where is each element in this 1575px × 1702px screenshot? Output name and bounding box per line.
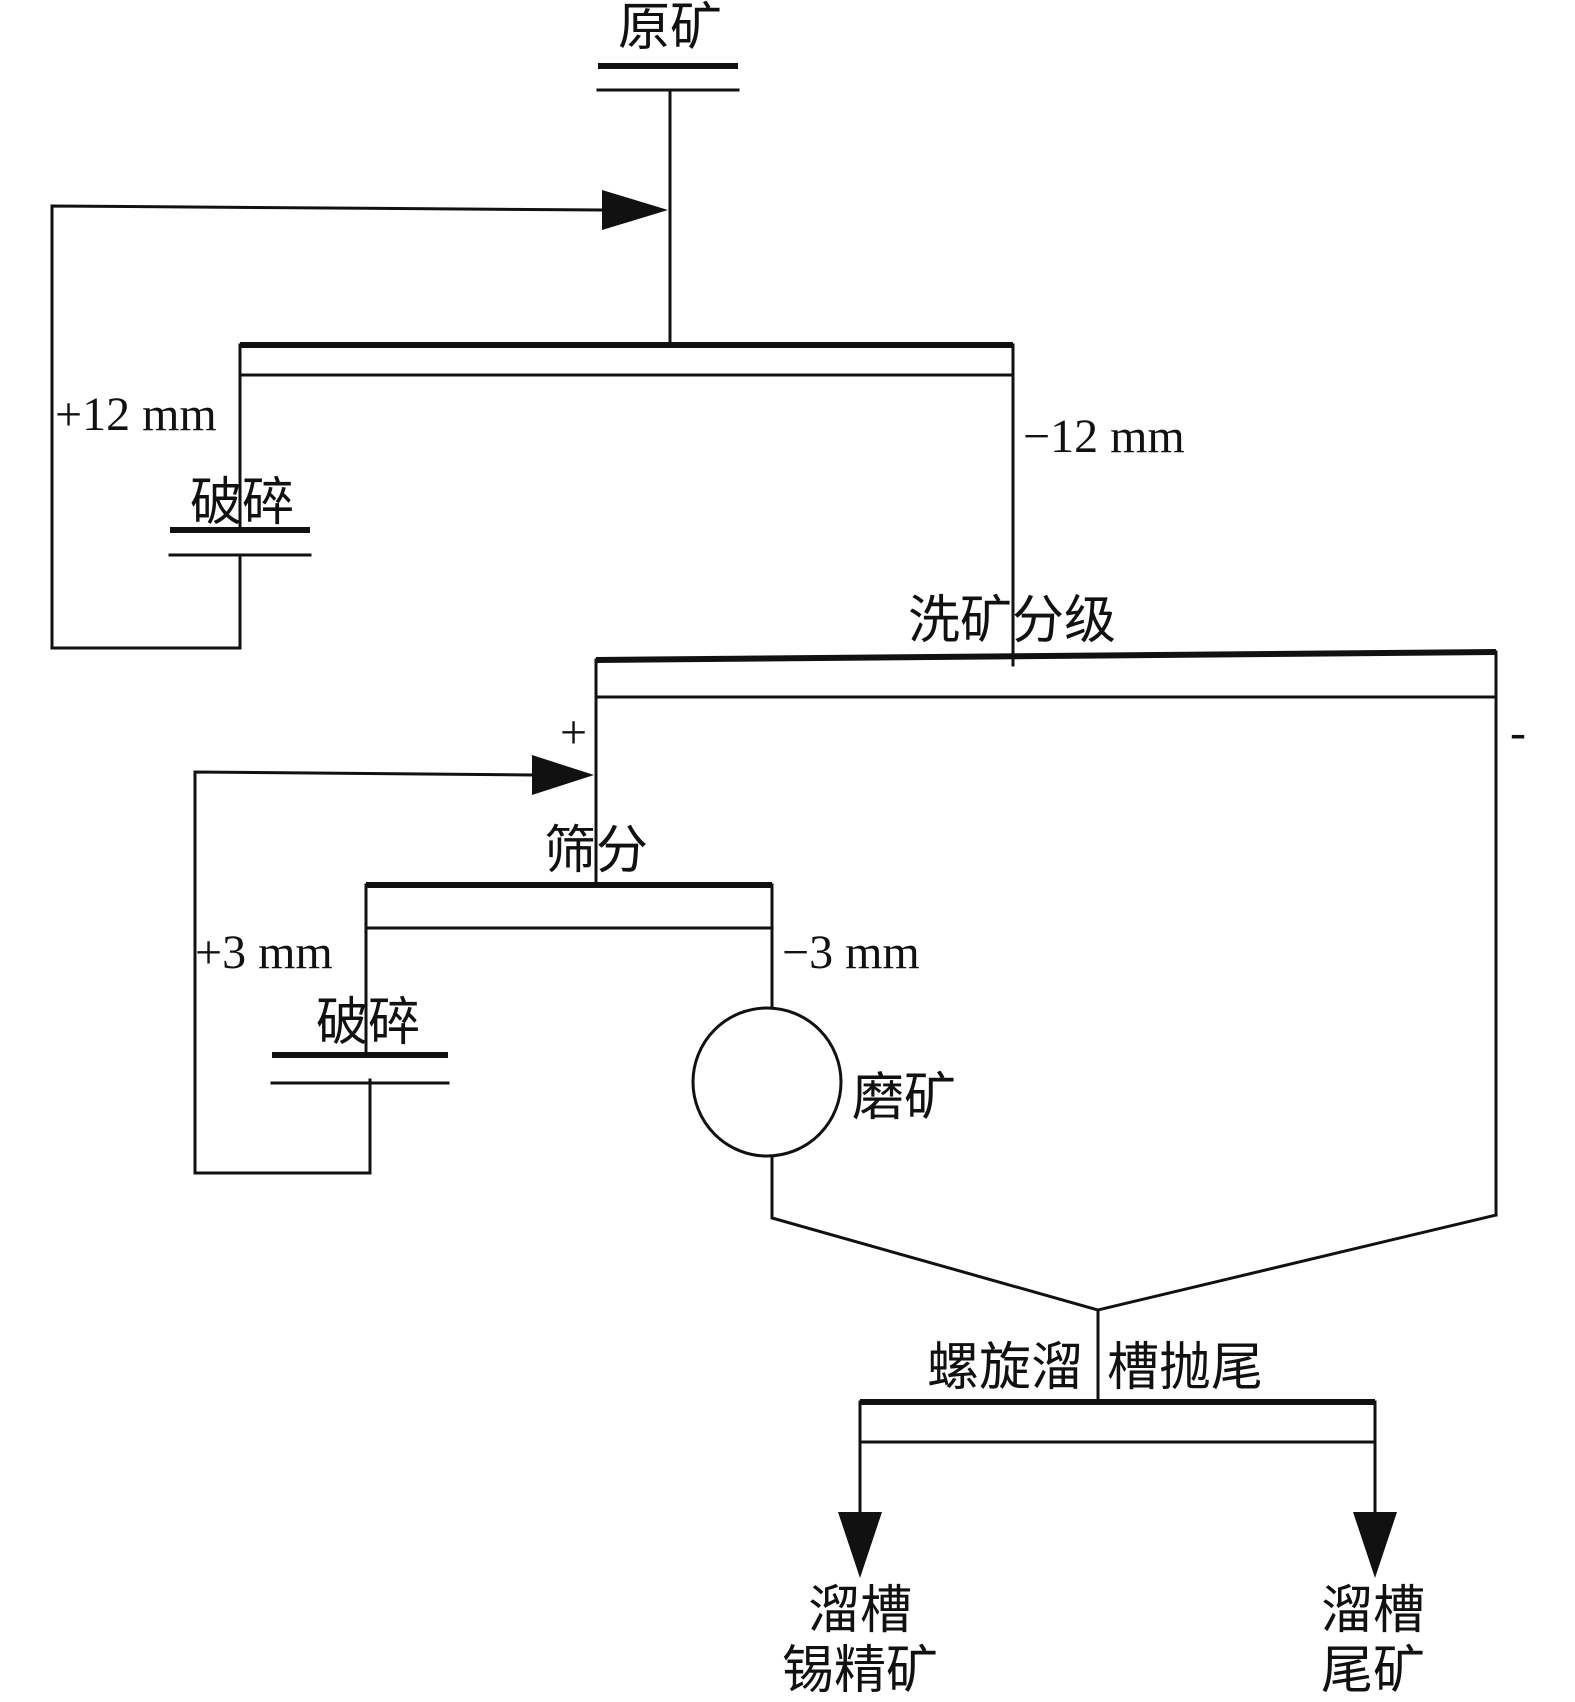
recycle-arrow-1 xyxy=(602,190,668,230)
plus-fraction-label: + xyxy=(560,706,587,759)
raw-ore-label: 原矿 xyxy=(618,0,722,58)
minus-fraction-label: - xyxy=(1510,706,1526,759)
minus-to-spiral-line xyxy=(1096,1213,1498,1312)
crushing-2-node: 破碎 xyxy=(270,993,450,1085)
washing-bar-top xyxy=(595,649,1497,663)
oversize-12-label: +12 mm xyxy=(55,388,217,441)
screening-label: 筛分 xyxy=(544,821,648,881)
washing-classification-node: 洗矿分级 xyxy=(594,591,1498,699)
crushing-1-label: 破碎 xyxy=(190,473,294,533)
first-screen xyxy=(238,342,1015,377)
washing-classification-label: 洗矿分级 xyxy=(908,591,1116,651)
raw-ore-node: 原矿 xyxy=(596,0,740,92)
spiral-chute-label-part1: 螺旋溜 xyxy=(927,1338,1083,1398)
product-2-label-line2: 尾矿 xyxy=(1321,1641,1425,1701)
undersize-3-label: −3 mm xyxy=(782,926,920,979)
spiral-chute-label-part2: 槽抛尾 xyxy=(1107,1338,1263,1398)
screening-node: 筛分 xyxy=(364,821,774,930)
crushing-2-label: 破碎 xyxy=(316,993,420,1053)
oversize-3-label: +3 mm xyxy=(195,926,333,979)
grinding-to-spiral-line xyxy=(770,1156,1100,1312)
spiral-chute-node: 螺旋溜 槽抛尾 xyxy=(858,1338,1377,1444)
product-1-arrow xyxy=(838,1512,882,1578)
product-1-label-line2: 锡精矿 xyxy=(782,1641,938,1701)
undersize-12-label: −12 mm xyxy=(1023,410,1185,463)
crushing-2-recycle-line xyxy=(193,770,534,1175)
crushing-1-node: 破碎 xyxy=(168,473,312,557)
product-1-label-line1: 溜槽 xyxy=(808,1581,912,1641)
grinding-label: 磨矿 xyxy=(852,1068,956,1128)
grinding-mill-circle xyxy=(691,1006,843,1158)
product-2-label-line1: 溜槽 xyxy=(1321,1581,1425,1641)
crushing-1-recycle-line xyxy=(50,204,604,650)
grinding-node: 磨矿 xyxy=(691,1006,956,1158)
product-2-arrow xyxy=(1353,1512,1397,1578)
recycle-arrow-2 xyxy=(532,755,594,795)
